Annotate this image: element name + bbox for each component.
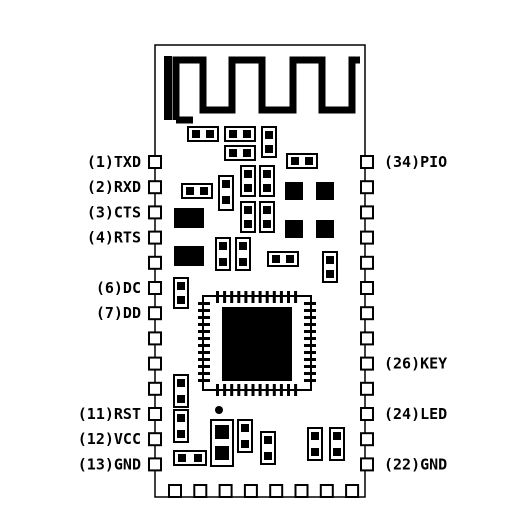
left-pin-label: (2)RXD xyxy=(87,178,141,196)
left-pin-label: (6)DC xyxy=(96,279,141,297)
bottom-pin-pad xyxy=(243,484,258,498)
left-pin-pad xyxy=(148,432,162,447)
right-pin-label: (26)KEY xyxy=(384,355,447,373)
bottom-pin-pad xyxy=(294,484,309,498)
left-pin-pad xyxy=(148,331,162,346)
right-pin-pad xyxy=(360,356,374,371)
left-pin-pad xyxy=(148,155,162,169)
chip-die xyxy=(222,307,292,381)
left-pin-label: (1)TXD xyxy=(87,153,141,171)
right-pin-label: (24)LED xyxy=(384,405,447,423)
right-pin-pad xyxy=(360,306,374,321)
left-pin-label: (4)RTS xyxy=(87,229,141,247)
left-pin-label: (3)CTS xyxy=(87,203,141,221)
bottom-pin-pad xyxy=(319,484,334,498)
main-chip xyxy=(198,291,316,396)
right-pin-label: (22)GND xyxy=(384,455,447,473)
bottom-pin-pad xyxy=(168,484,182,498)
right-pin-pad xyxy=(360,255,374,270)
right-pin-pad xyxy=(360,381,374,396)
left-pin-pad xyxy=(148,281,162,295)
left-pin-pad xyxy=(148,180,162,195)
bottom-pin-pad xyxy=(345,484,360,498)
right-pin-label: (34)PIO xyxy=(384,153,447,171)
bottom-pin-pad xyxy=(269,484,284,498)
left-pin-label: (7)DD xyxy=(96,304,141,322)
left-pin-pad xyxy=(148,205,162,220)
right-pin-pad xyxy=(360,457,374,472)
bottom-pin-pads xyxy=(168,484,360,498)
antenna-trace xyxy=(164,56,360,124)
bottom-pin-pad xyxy=(193,484,208,498)
right-pin-pad xyxy=(360,230,374,245)
left-pin-pad xyxy=(148,255,162,270)
left-pin-pad xyxy=(148,230,162,245)
left-pin-pad xyxy=(148,306,162,321)
right-pin-pad xyxy=(360,407,374,421)
left-pin-pad xyxy=(148,356,162,371)
right-pin-pad xyxy=(360,432,374,447)
right-pin-pad xyxy=(360,331,374,346)
left-pin-pad xyxy=(148,407,162,421)
right-pin-labels: (34)PIO (26)KEY (24)LED (22)GND xyxy=(384,153,447,473)
left-pin-pad xyxy=(148,381,162,396)
right-pin-pads xyxy=(360,155,374,472)
right-pin-pad xyxy=(360,155,374,169)
right-pin-pad xyxy=(360,205,374,220)
left-pin-label: (13)GND xyxy=(78,455,141,473)
right-pin-pad xyxy=(360,180,374,195)
left-pin-pad xyxy=(148,457,162,472)
board-outline xyxy=(154,44,366,498)
right-pin-pad xyxy=(360,281,374,295)
left-pin-labels: (1)TXD (2)RXD (3)CTS (4)RTS (6)DC (7)DD (11)RS… xyxy=(78,153,141,473)
components xyxy=(173,126,345,467)
left-pin-label: (11)RST xyxy=(78,405,141,423)
left-pin-label: (12)VCC xyxy=(78,430,141,448)
left-pin-pads xyxy=(148,155,162,472)
bottom-pin-pad xyxy=(218,484,233,498)
